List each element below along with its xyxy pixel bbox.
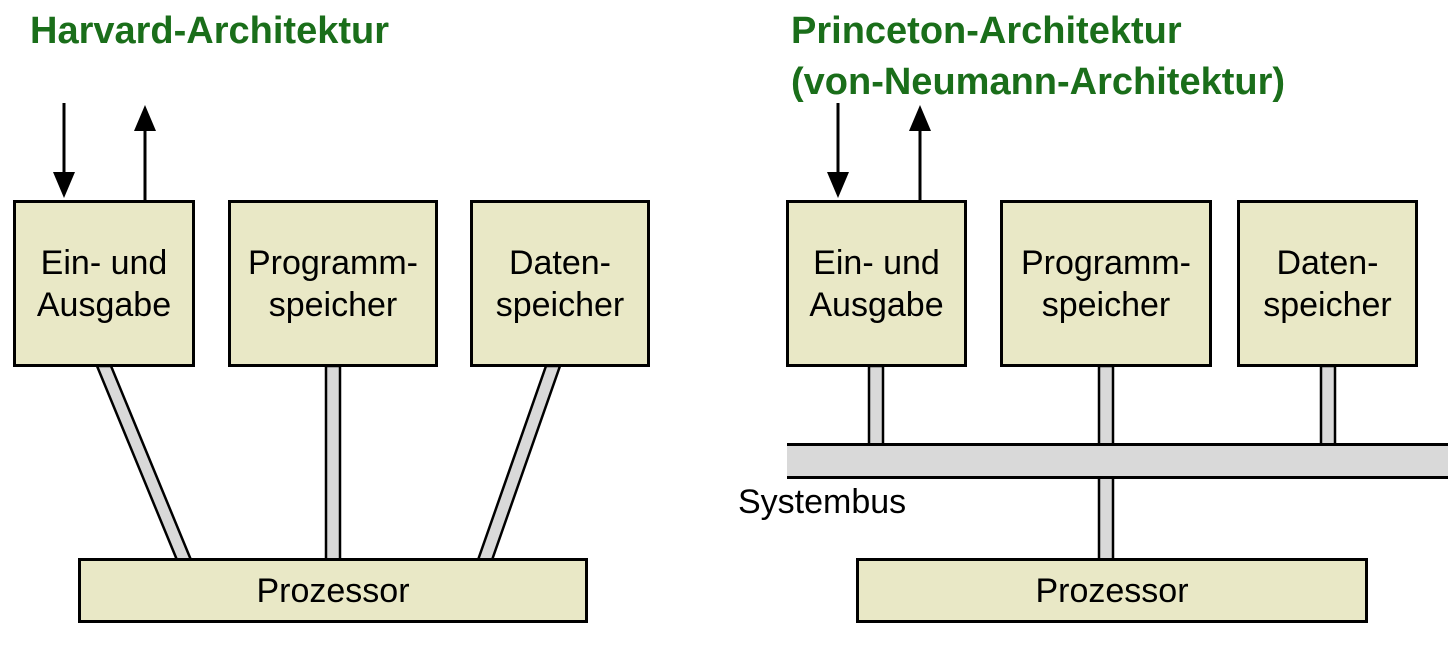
princeton-cpu-stub: [1097, 474, 1115, 562]
princeton-box-programmspeicher-label: Programm- speicher: [1020, 243, 1192, 324]
princeton-box-prozessor: Prozessor: [856, 558, 1368, 623]
princeton-title: Princeton-Architektur (von-Neumann-Archi…: [791, 10, 1286, 103]
harvard-box-datenspeicher-label: Daten- speicher: [495, 243, 625, 324]
harvard-io-arrows: [53, 103, 156, 200]
princeton-io-arrows: [827, 103, 931, 200]
harvard-box-programmspeicher: Programm- speicher: [228, 200, 438, 367]
output-arrow-up-icon: [909, 105, 931, 131]
princeton-io-stub: [867, 364, 885, 448]
harvard-bus-connectors: [95, 364, 562, 562]
princeton-box-programmspeicher: Programm- speicher: [1000, 200, 1212, 367]
output-arrow-up-icon: [134, 105, 156, 131]
harvard-box-datenspeicher: Daten- speicher: [470, 200, 650, 367]
system-bus: [787, 443, 1448, 479]
princeton-program-stub: [1097, 364, 1115, 448]
harvard-io-to-cpu-bus: [95, 364, 193, 562]
princeton-data-stub: [1319, 364, 1337, 448]
input-arrow-down-icon: [827, 172, 849, 198]
princeton-box-datenspeicher-label: Daten- speicher: [1263, 243, 1392, 324]
harvard-box-ein-und-ausgabe: Ein- und Ausgabe: [13, 200, 195, 367]
system-bus-label: Systembus: [738, 483, 907, 521]
princeton-box-ein-und-ausgabe-label: Ein- und Ausgabe: [809, 243, 944, 324]
harvard-program-to-cpu-bus: [324, 364, 342, 562]
harvard-data-to-cpu-bus: [476, 364, 562, 562]
system-bus-band: [787, 444, 1448, 478]
princeton-box-prozessor-label: Prozessor: [1035, 571, 1189, 610]
harvard-box-ein-und-ausgabe-label: Ein- und Ausgabe: [36, 243, 172, 324]
princeton-box-ein-und-ausgabe: Ein- und Ausgabe: [786, 200, 967, 367]
input-arrow-down-icon: [53, 172, 75, 198]
harvard-box-prozessor-label: Prozessor: [256, 571, 410, 610]
princeton-box-datenspeicher: Daten- speicher: [1237, 200, 1418, 367]
harvard-title: Harvard-Architektur: [30, 10, 389, 52]
harvard-box-programmspeicher-label: Programm- speicher: [247, 243, 419, 324]
harvard-box-prozessor: Prozessor: [78, 558, 588, 623]
